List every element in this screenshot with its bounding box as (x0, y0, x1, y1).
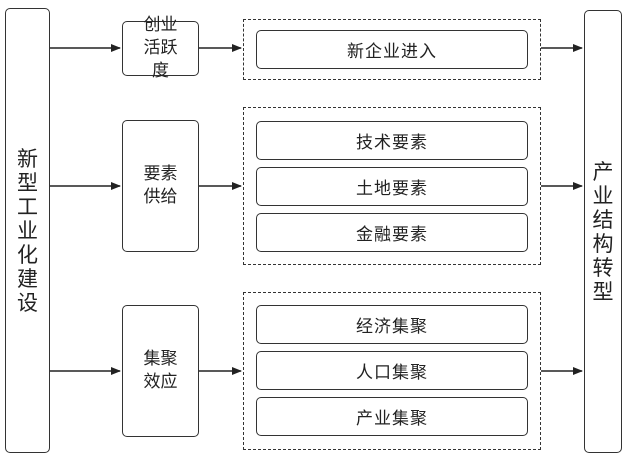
mid-box-agglomeration: 集聚效应 (122, 305, 199, 437)
item-box: 经济集聚 (256, 305, 528, 344)
mid-box-label: 要素供给 (143, 164, 178, 207)
item-box: 产业集聚 (256, 397, 528, 436)
mid-box-entrepreneurship: 创业活跃度 (122, 15, 199, 81)
item-box: 新企业进入 (256, 30, 528, 69)
item-label: 产业集聚 (356, 409, 428, 429)
group-container-2 (243, 107, 541, 265)
item-box: 人口集聚 (256, 351, 528, 390)
item-box: 金融要素 (256, 213, 528, 252)
mid-box-factor-supply: 要素供给 (122, 120, 199, 252)
group-container-3 (243, 292, 541, 450)
item-label: 新企业进入 (347, 42, 437, 62)
item-box: 土地要素 (256, 167, 528, 206)
item-label: 经济集聚 (356, 317, 428, 337)
item-label: 技术要素 (356, 133, 428, 153)
right-box: 产业结构转型 (584, 10, 622, 453)
right-box-label: 产业结构转型 (592, 159, 614, 304)
mid-box-label: 集聚效应 (143, 349, 178, 392)
item-label: 人口集聚 (356, 363, 428, 383)
item-box: 技术要素 (256, 121, 528, 160)
left-box: 新型工业化建设 (5, 8, 50, 453)
item-label: 土地要素 (356, 179, 428, 199)
left-box-label: 新型工业化建设 (17, 146, 38, 315)
item-label: 金融要素 (356, 225, 428, 245)
mid-box-label: 创业活跃度 (143, 15, 178, 81)
group-container-1 (243, 19, 541, 80)
